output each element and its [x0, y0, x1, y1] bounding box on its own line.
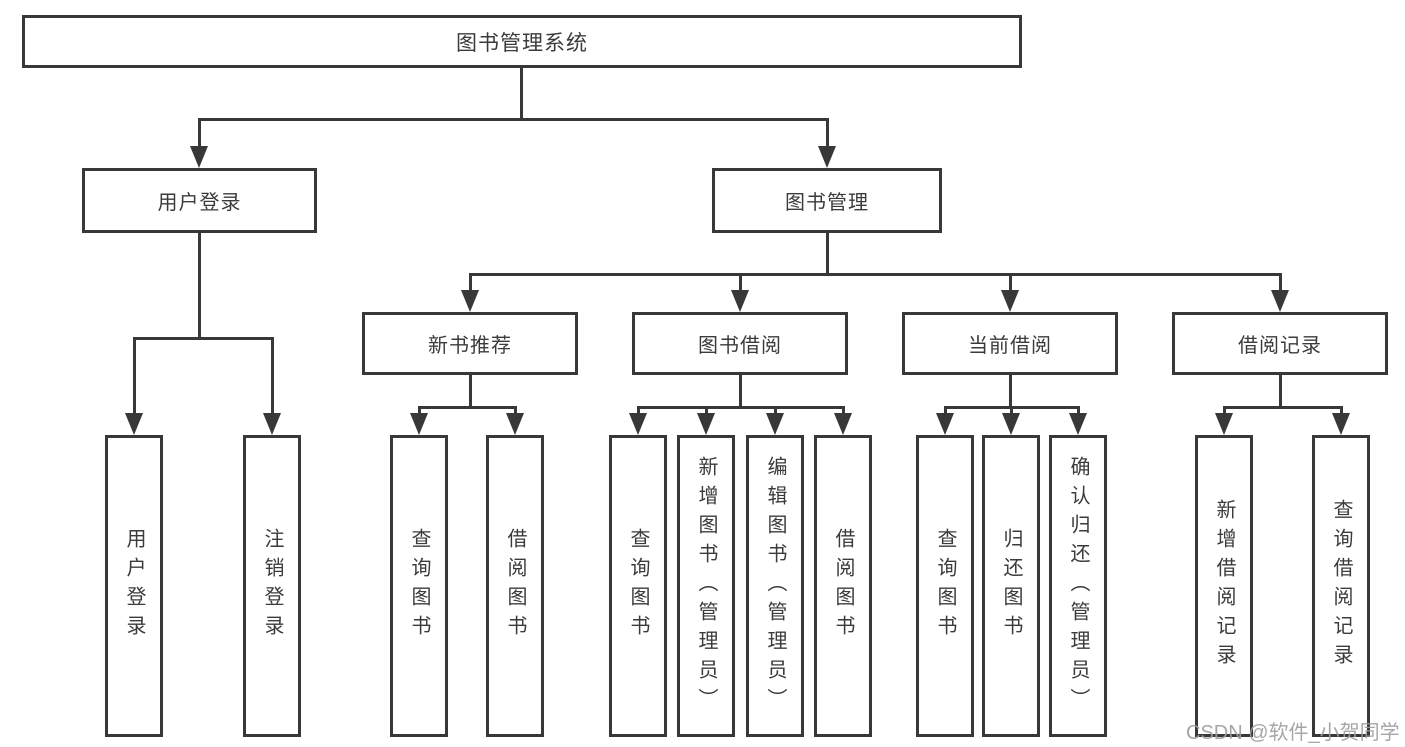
- connector-line: [1223, 406, 1342, 409]
- connector-line: [198, 233, 201, 340]
- connector-line: [774, 406, 777, 415]
- node-return-books: 归还图书: [982, 435, 1040, 737]
- arrow-down-icon: [1069, 413, 1087, 435]
- connector-line: [842, 406, 845, 415]
- leaf-label: 确认归还（管理员）: [1067, 455, 1089, 717]
- node-add-books-admin: 新增图书（管理员）: [677, 435, 735, 737]
- arrow-down-icon: [410, 413, 428, 435]
- node-add-borrow-record: 新增借阅记录: [1195, 435, 1253, 737]
- connector-line: [1223, 406, 1226, 415]
- node-current-borrowing: 当前借阅: [902, 312, 1118, 375]
- connector-line: [1340, 406, 1343, 415]
- connector-line: [1010, 406, 1013, 415]
- arrow-down-icon: [190, 146, 208, 168]
- connector-line: [637, 406, 844, 409]
- connector-line: [418, 406, 421, 415]
- arrow-down-icon: [125, 413, 143, 435]
- arrow-down-icon: [834, 413, 852, 435]
- connector-line: [637, 406, 640, 415]
- node-query-borrow-record: 查询借阅记录: [1312, 435, 1370, 737]
- node-book-management-system: 图书管理系统: [22, 15, 1022, 68]
- leaf-label: 新增图书（管理员）: [695, 455, 717, 717]
- connector-line: [1077, 406, 1080, 415]
- arrow-down-icon: [731, 290, 749, 312]
- leaf-label: 编辑图书（管理员）: [764, 455, 786, 717]
- connector-line: [705, 406, 708, 415]
- connector-line: [198, 118, 829, 121]
- arrow-down-icon: [1271, 290, 1289, 312]
- connector-line: [418, 406, 517, 409]
- connector-line: [469, 273, 472, 292]
- connector-line: [1009, 273, 1012, 292]
- connector-line: [133, 337, 274, 340]
- leaf-label: 查询借阅记录: [1330, 499, 1352, 673]
- node-borrow-books-2: 借阅图书: [814, 435, 872, 737]
- arrow-down-icon: [1002, 413, 1020, 435]
- arrow-down-icon: [818, 146, 836, 168]
- arrow-down-icon: [461, 290, 479, 312]
- node-user-login-branch: 用户登录: [82, 168, 317, 233]
- node-edit-books-admin: 编辑图书（管理员）: [746, 435, 804, 737]
- arrow-down-icon: [629, 413, 647, 435]
- node-new-book-recommendation: 新书推荐: [362, 312, 578, 375]
- connector-line: [944, 406, 947, 415]
- node-book-borrowing: 图书借阅: [632, 312, 848, 375]
- csdn-watermark: CSDN @软件_小贺同学: [1186, 722, 1400, 744]
- node-logout: 注销登录: [243, 435, 301, 737]
- arrow-down-icon: [766, 413, 784, 435]
- arrow-down-icon: [697, 413, 715, 435]
- leaf-label: 查询图书: [627, 528, 649, 644]
- leaf-label: 借阅图书: [504, 528, 526, 644]
- connector-line: [469, 273, 1282, 276]
- arrow-down-icon: [1332, 413, 1350, 435]
- leaf-label: 归还图书: [1000, 528, 1022, 644]
- node-borrow-books-1: 借阅图书: [486, 435, 544, 737]
- node-book-management-branch: 图书管理: [712, 168, 942, 233]
- leaf-label: 查询图书: [408, 528, 430, 644]
- connector-line: [271, 337, 274, 415]
- connector-line: [1009, 375, 1012, 409]
- node-query-books-2: 查询图书: [609, 435, 667, 737]
- connector-line: [514, 406, 517, 415]
- node-query-books-3: 查询图书: [916, 435, 974, 737]
- connector-line: [739, 273, 742, 292]
- arrow-down-icon: [1215, 413, 1233, 435]
- connector-line: [739, 375, 742, 409]
- connector-line: [198, 118, 201, 148]
- leaf-label: 新增借阅记录: [1213, 499, 1235, 673]
- connector-line: [469, 375, 472, 409]
- connector-line: [1279, 273, 1282, 292]
- node-confirm-return-admin: 确认归还（管理员）: [1049, 435, 1107, 737]
- node-user-login: 用户登录: [105, 435, 163, 737]
- leaf-label: 注销登录: [261, 528, 283, 644]
- arrow-down-icon: [936, 413, 954, 435]
- node-borrowing-records: 借阅记录: [1172, 312, 1388, 375]
- leaf-label: 用户登录: [123, 528, 145, 644]
- arrow-down-icon: [263, 413, 281, 435]
- leaf-label: 借阅图书: [832, 528, 854, 644]
- arrow-down-icon: [1001, 290, 1019, 312]
- connector-line: [826, 233, 829, 276]
- connector-line: [1279, 375, 1282, 409]
- connector-line: [133, 337, 136, 415]
- node-query-books-1: 查询图书: [390, 435, 448, 737]
- leaf-label: 查询图书: [934, 528, 956, 644]
- connector-line: [826, 118, 829, 148]
- connector-line: [520, 68, 523, 118]
- arrow-down-icon: [506, 413, 524, 435]
